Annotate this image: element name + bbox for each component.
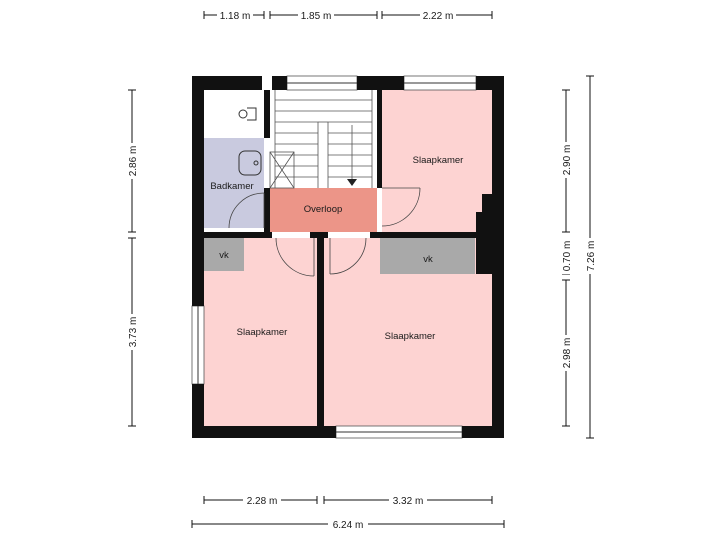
dimension-right-total: 7.26 m [583, 75, 597, 439]
dim-right-1: 2.90 m [562, 145, 573, 176]
stair-arrow-icon [347, 179, 357, 186]
dimension-bottom-total: 6.24 m [191, 517, 505, 531]
dim-bottom-2: 3.32 m [393, 496, 424, 507]
label-overloop: Overloop [304, 204, 343, 215]
dim-bottom-total: 6.24 m [333, 520, 364, 531]
dim-right-total: 7.26 m [586, 241, 597, 272]
label-vk-left: vk [219, 250, 229, 261]
label-badkamer: Badkamer [210, 181, 253, 192]
dimension-right-inner: 2.90 m 0.70 m 2.98 m [559, 89, 573, 427]
room-bathroom-upper [204, 90, 264, 138]
dim-right-3: 2.98 m [562, 338, 573, 369]
walls [192, 76, 504, 438]
dimension-bottom: 2.28 m 3.32 m [203, 493, 493, 507]
dim-bottom-1: 2.28 m [247, 496, 278, 507]
toilet-icon [238, 150, 262, 176]
bathroom-fixtures [238, 107, 262, 176]
label-slaapkamer-left: Slaapkamer [237, 327, 288, 338]
dim-top-1: 1.18 m [220, 11, 251, 22]
dimension-left: 2.86 m 3.73 m [125, 89, 139, 427]
label-vk-right: vk [423, 254, 433, 265]
room-storage-right [380, 238, 475, 274]
dimension-top: 1.18 m 1.85 m 2.22 m [203, 8, 493, 22]
dim-top-3: 2.22 m [423, 11, 454, 22]
dim-left-2: 3.73 m [128, 317, 139, 348]
room-bathroom [204, 138, 264, 228]
washbasin-icon [238, 109, 248, 119]
room-landing [270, 188, 377, 232]
dim-right-2: 0.70 m [562, 241, 573, 272]
staircase [269, 90, 373, 189]
label-slaapkamer-top: Slaapkamer [413, 155, 464, 166]
room-storage-left [204, 238, 244, 271]
dim-top-2: 1.85 m [301, 11, 332, 22]
doors [228, 187, 421, 277]
dim-left-1: 2.86 m [128, 146, 139, 177]
room-bedroom-top [382, 90, 492, 232]
label-slaapkamer-right: Slaapkamer [385, 331, 436, 342]
